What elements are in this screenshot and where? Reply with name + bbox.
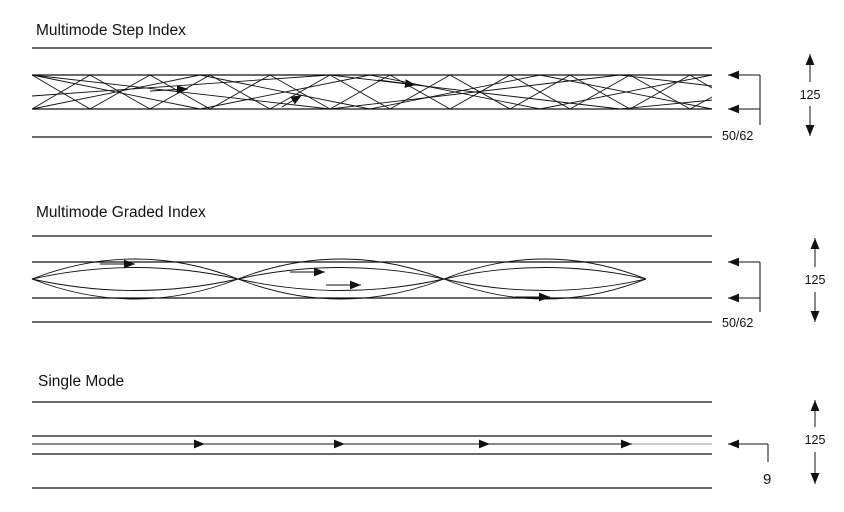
ray-lower-inner [31,278,647,291]
core-dimension [728,257,761,312]
fiber-cladding [32,47,712,138]
fiber-cladding [32,235,712,323]
ray-direction-arrows [100,259,550,302]
core-diameter-label: 50/62 [722,316,753,330]
ray-lower-outer [31,278,647,300]
arrow-icon [281,94,303,108]
core-diameter-label: 9 [763,471,771,488]
ray-shallow [31,74,713,110]
panel-single-mode: Single Mode 9 125 [32,373,826,489]
panel-title: Single Mode [38,373,124,390]
fiber-cladding [32,401,712,489]
panel-title: Multimode Step Index [36,22,186,39]
ray-steep [31,74,713,110]
fiber-core [32,435,712,455]
fiber-core [32,261,712,299]
arrow-icon [149,85,189,94]
cladding-diameter-label: 125 [800,88,821,102]
core-dimension [728,439,769,462]
cladding-diameter-label: 125 [805,273,826,287]
core-dimension [728,70,761,125]
light-rays [31,74,713,110]
light-rays [31,258,647,300]
ray-steep-inverse [31,74,713,110]
ray-upper-inner [31,267,647,280]
panel-graded-index: Multimode Graded Index 50/62 [31,204,826,330]
cladding-diameter-label: 125 [805,433,826,447]
ray-shallow-inverse [31,74,713,110]
ray-direction-arrows [149,79,417,108]
panel-title: Multimode Graded Index [36,204,206,221]
arrow-icon [377,79,417,88]
panel-step-index: Multimode Step Index 50/62 [31,22,821,143]
ray-upper-outer [31,258,647,280]
core-diameter-label: 50/62 [722,129,753,143]
